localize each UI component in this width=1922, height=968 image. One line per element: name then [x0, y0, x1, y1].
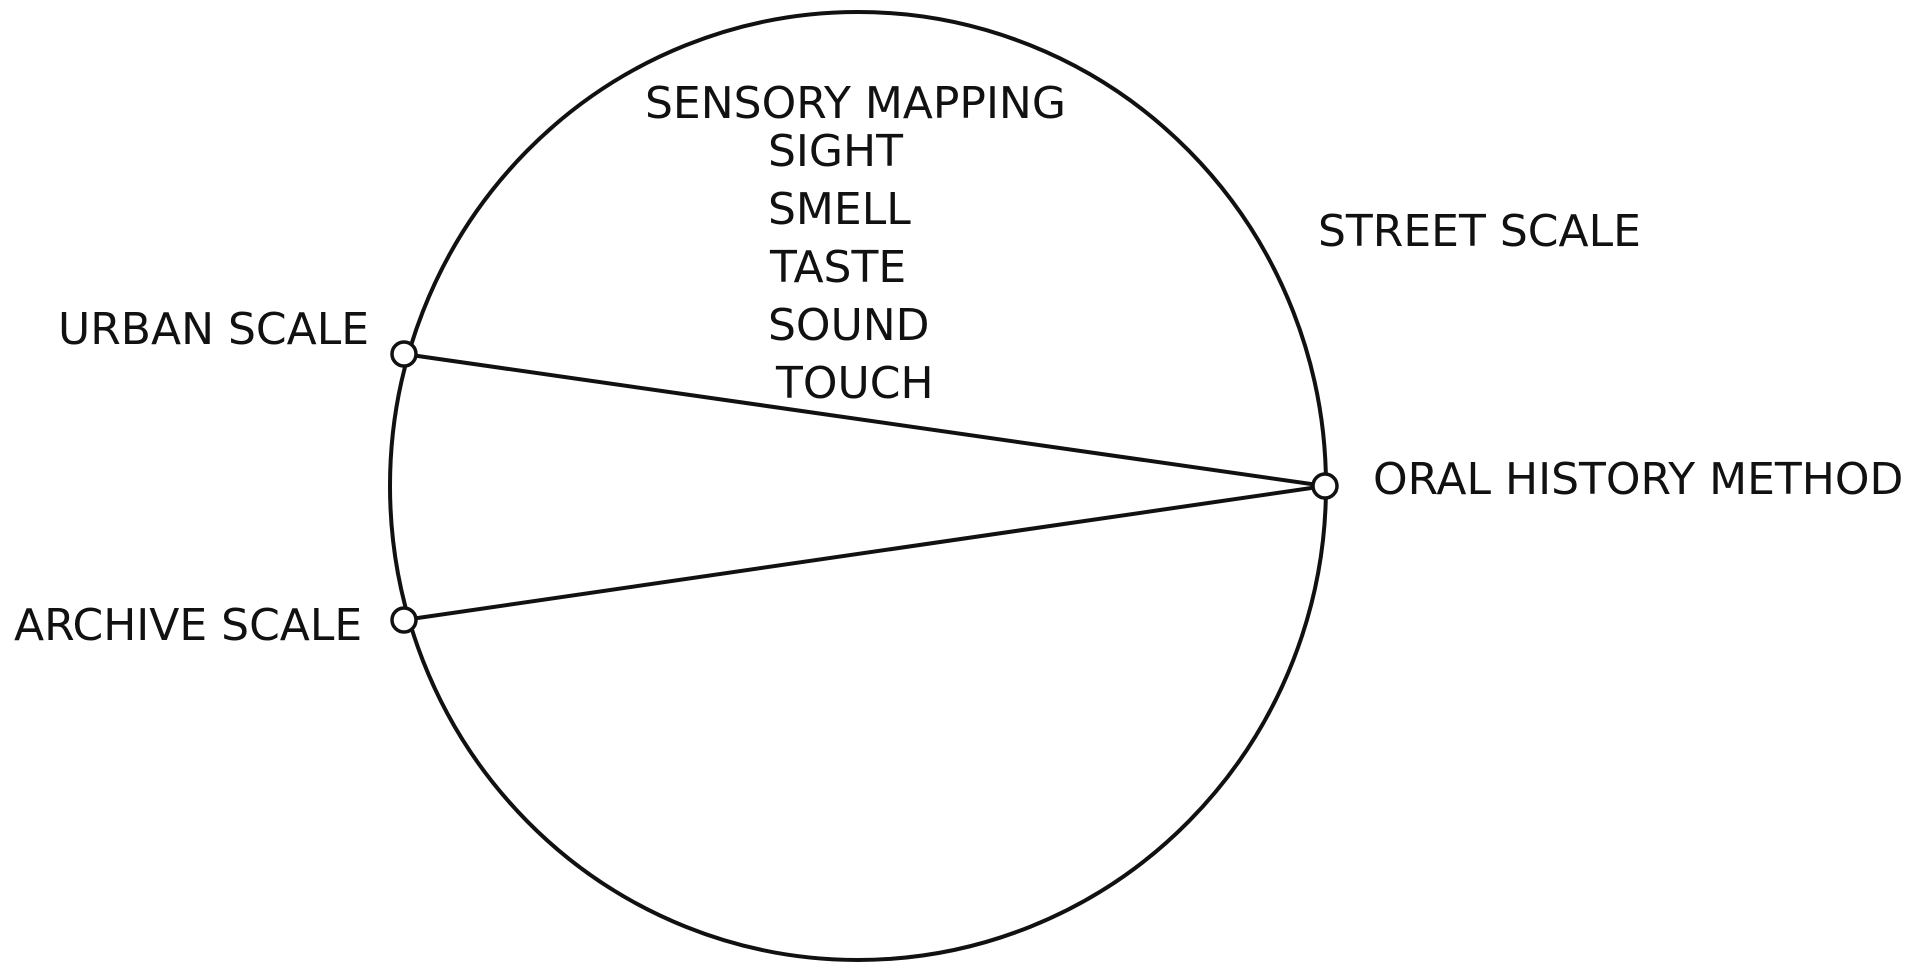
node-archive-scale	[390, 606, 418, 634]
line-archive-to-oral	[403, 484, 1326, 622]
line-urban-to-oral	[403, 352, 1326, 488]
label-urban-scale: URBAN SCALE	[58, 304, 369, 355]
sense-sound: SOUND	[768, 300, 930, 351]
label-oral-history-method: ORAL HISTORY METHOD	[1373, 454, 1903, 505]
sense-taste: TASTE	[769, 242, 906, 293]
label-archive-scale: ARCHIVE SCALE	[14, 600, 362, 651]
node-urban-scale	[390, 340, 418, 368]
sense-sight: SIGHT	[768, 126, 903, 177]
sense-touch: TOUCH	[775, 358, 934, 409]
sense-smell: SMELL	[768, 184, 911, 235]
node-oral-history	[1311, 472, 1339, 500]
sensory-mapping-title: SENSORY MAPPING	[645, 78, 1066, 129]
label-street-scale: STREET SCALE	[1318, 206, 1641, 257]
